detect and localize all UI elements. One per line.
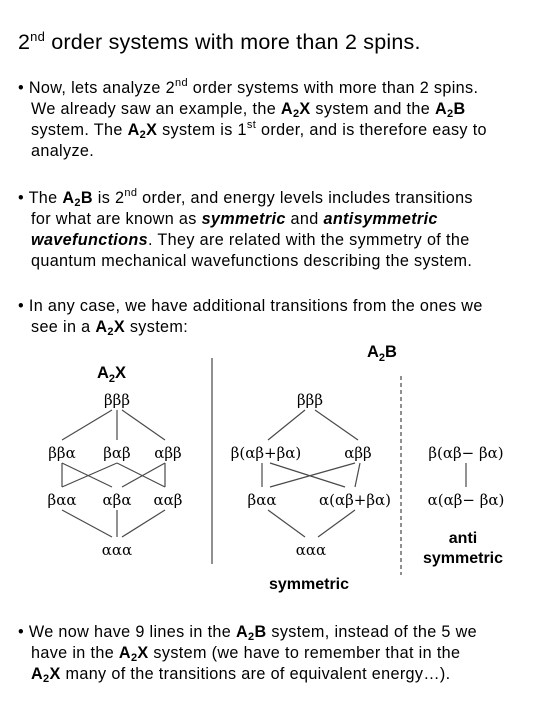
a2b-level-top: βββ <box>297 391 323 409</box>
bullet-2: • The A2B is 2nd order, and energy level… <box>18 187 473 271</box>
a2b-level-r3-2: α(αβ+βα) <box>319 491 391 509</box>
a2x-level-r3-3: ααβ <box>154 491 183 509</box>
a2x-transitions <box>61 409 166 538</box>
a2x-level-top: βββ <box>104 391 130 409</box>
a2x-level-r2-2: βαβ <box>103 444 130 462</box>
bullet-1: • Now, lets analyze 2nd order systems wi… <box>18 77 487 161</box>
a2b-level-r3-1: βαα <box>248 491 277 509</box>
a2x-label: A2X <box>97 364 126 385</box>
a2x-level-r2-1: ββα <box>48 444 75 462</box>
a2b-transitions <box>261 409 361 538</box>
a2b-level-r2-2: αββ <box>344 444 371 462</box>
slide-title: 2nd order systems with more than 2 spins… <box>18 28 421 54</box>
a2b-level-r2-1: β(αβ+βα) <box>231 444 302 462</box>
symmetric-label: symmetric <box>269 576 349 593</box>
a2x-level-r3-2: αβα <box>103 491 132 509</box>
a2b-level-bottom: ααα <box>296 541 326 559</box>
anti-level-2: α(αβ− βα) <box>428 491 505 509</box>
a2x-level-r3-1: βαα <box>48 491 77 509</box>
a2x-level-bottom: ααα <box>102 541 132 559</box>
a2b-label: A2B <box>367 343 397 364</box>
anti-level-1: β(αβ− βα) <box>428 444 503 462</box>
anti-label-line1: anti <box>449 530 477 547</box>
bullet-4: • We now have 9 lines in the A2B system,… <box>18 623 477 685</box>
bullet-3: • In any case, we have additional transi… <box>18 297 483 338</box>
a2x-level-r2-3: αββ <box>154 444 181 462</box>
anti-label-line2: symmetric <box>423 550 503 567</box>
